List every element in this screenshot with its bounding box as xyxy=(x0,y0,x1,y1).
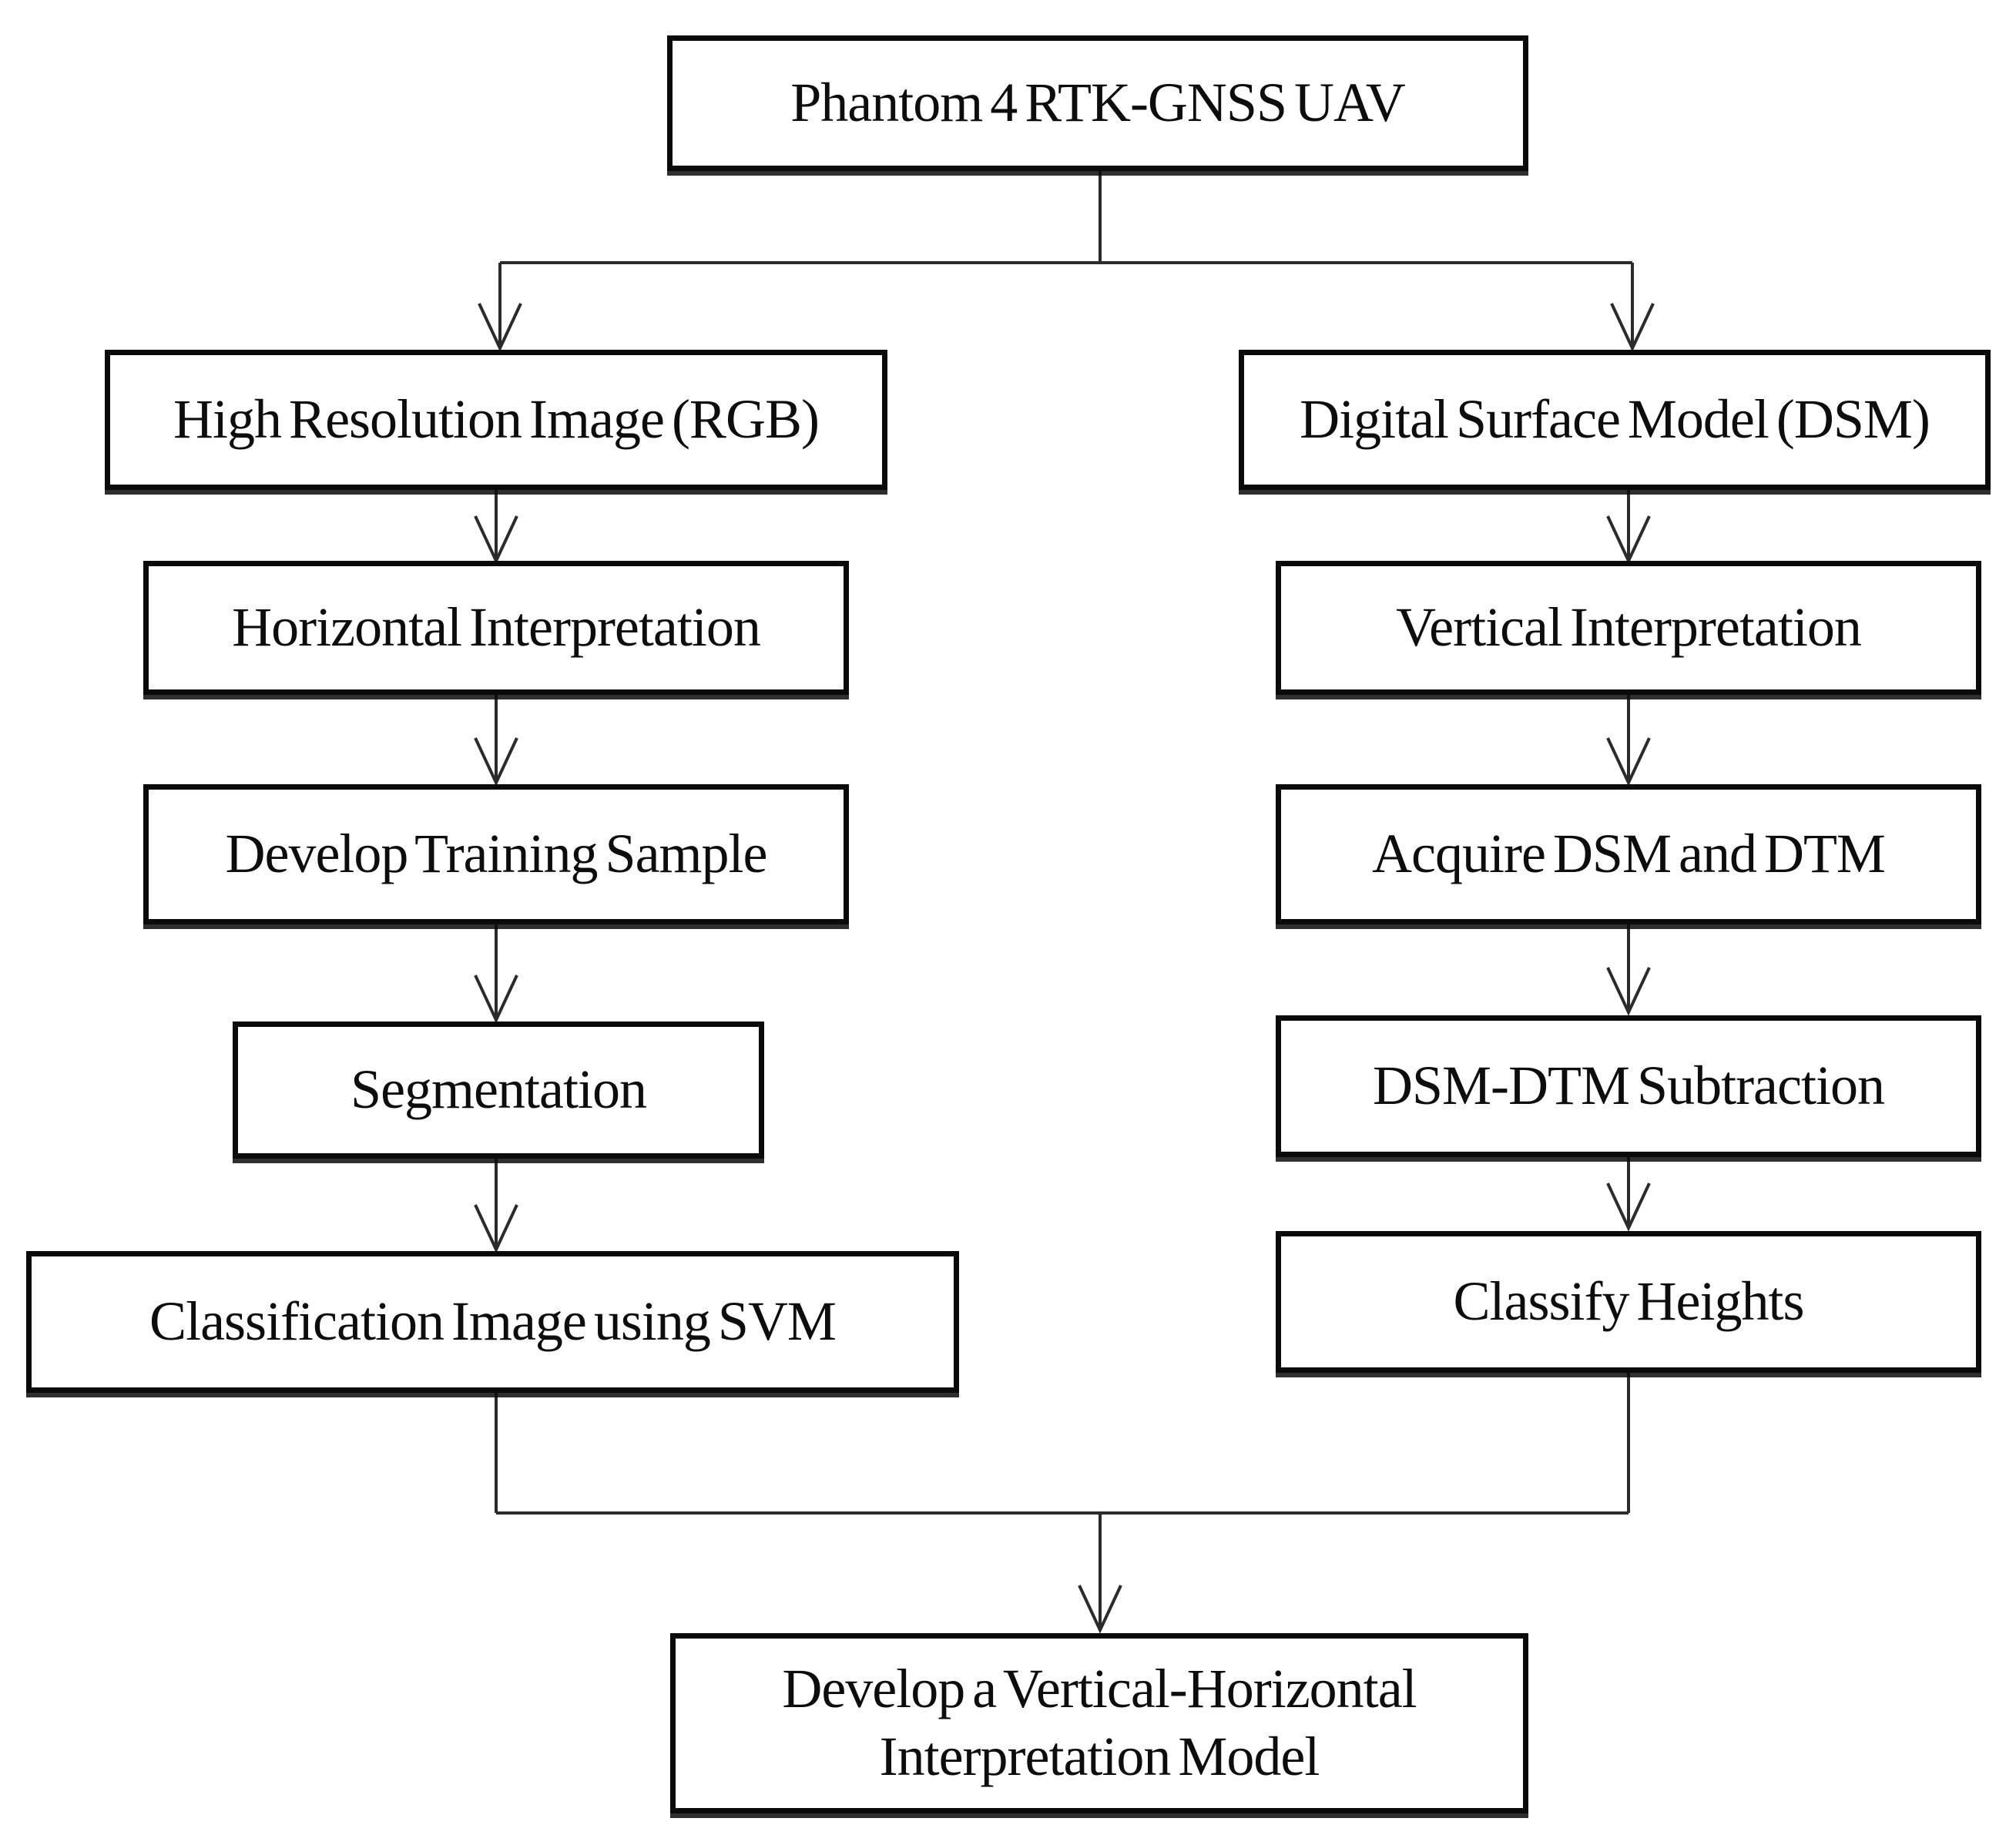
node-horizontal: Horizontal Interpretation xyxy=(143,561,849,695)
node-svm: Classification Image using SVM xyxy=(26,1251,959,1393)
edge-acquire-subtraction xyxy=(1606,924,1651,1016)
arrowhead xyxy=(478,303,522,352)
arrowhead xyxy=(474,737,518,787)
edge-subtraction-heights xyxy=(1606,1157,1651,1232)
node-model: Develop a Vertical-Horizontal Interpreta… xyxy=(670,1633,1528,1813)
node-label: Classify Heights xyxy=(1453,1270,1805,1333)
arrowhead xyxy=(1610,303,1655,352)
node-label: Digital Surface Model (DSM) xyxy=(1300,388,1930,451)
node-uav: Phantom 4 RTK-GNSS UAV xyxy=(667,35,1528,171)
node-subtraction: DSM-DTM Subtraction xyxy=(1276,1015,1981,1157)
arrowhead xyxy=(474,975,518,1024)
node-label: Develop Training Sample xyxy=(225,823,768,885)
node-vertical: Vertical Interpretation xyxy=(1276,561,1981,695)
node-label: Segmentation xyxy=(351,1058,647,1121)
edge-dsm-vertical xyxy=(1606,490,1651,565)
node-label: Acquire DSM and DTM xyxy=(1372,823,1886,885)
edge-merge-model xyxy=(495,1373,1630,1634)
node-rgb: High Resolution Image (RGB) xyxy=(105,350,887,490)
edge-vertical-acquire xyxy=(1606,695,1651,787)
edge-segmentation-svm xyxy=(474,1159,518,1253)
arrowhead xyxy=(1606,737,1651,787)
node-label: Vertical Interpretation xyxy=(1396,596,1862,659)
node-label: High Resolution Image (RGB) xyxy=(173,388,820,451)
node-segmentation: Segmentation xyxy=(233,1021,764,1159)
node-acquire: Acquire DSM and DTM xyxy=(1276,784,1981,924)
node-dsm: Digital Surface Model (DSM) xyxy=(1239,350,1991,490)
edge-training-segmentation xyxy=(474,924,518,1024)
arrowhead xyxy=(1606,967,1651,1016)
edge-horizontal-training xyxy=(474,695,518,787)
node-label: Horizontal Interpretation xyxy=(232,596,761,659)
node-label: Phantom 4 RTK-GNSS UAV xyxy=(790,72,1405,134)
edge-uav-split xyxy=(478,171,1655,352)
arrowhead xyxy=(1078,1585,1122,1634)
node-label: Classification Image using SVM xyxy=(149,1290,837,1353)
arrowhead xyxy=(474,1204,518,1253)
node-label: DSM-DTM Subtraction xyxy=(1373,1055,1885,1117)
node-label: Develop a Vertical-Horizontal Interpreta… xyxy=(782,1658,1417,1787)
arrowhead xyxy=(1606,1183,1651,1232)
edge-rgb-horizontal xyxy=(474,490,518,565)
node-heights: Classify Heights xyxy=(1276,1231,1981,1373)
node-training: Develop Training Sample xyxy=(143,784,849,924)
